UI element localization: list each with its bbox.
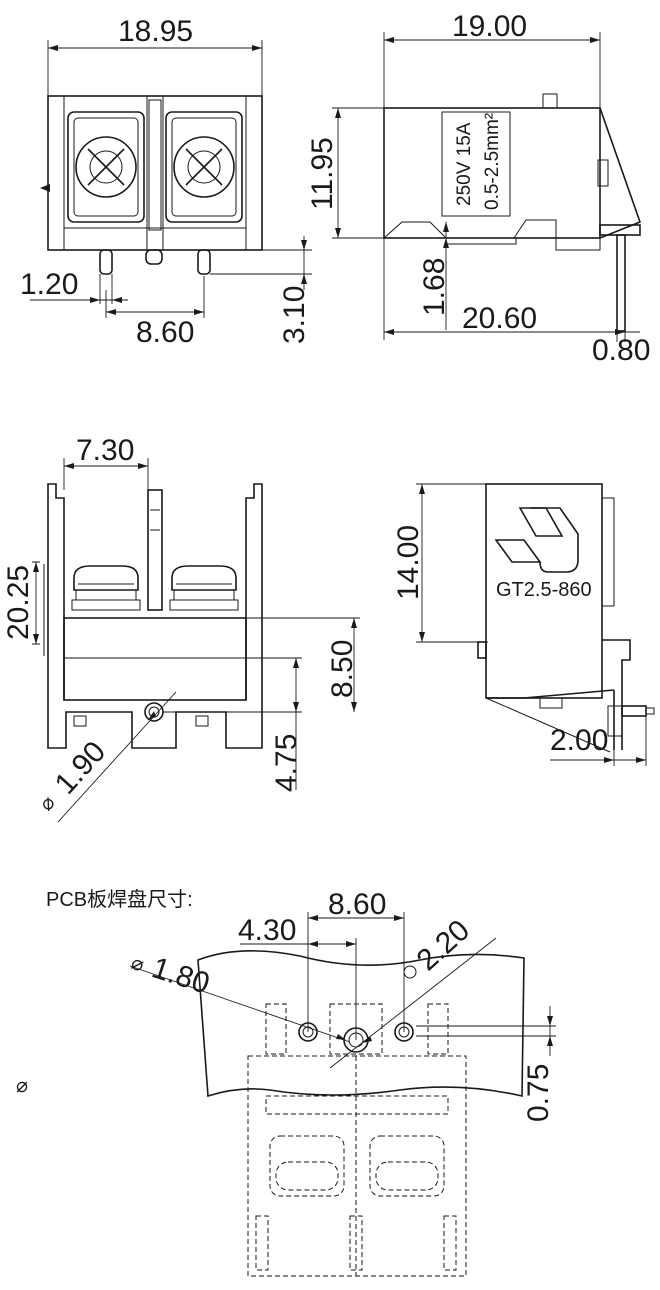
side-depth-label: 19.00 [452, 10, 527, 43]
side-pin-thickness-label: 0.80 [592, 334, 650, 367]
front-view: 18.95 1.20 [20, 15, 312, 349]
pcb-layout-title: PCB板焊盘尺寸: [46, 888, 193, 911]
pcb-pitch-label: 8.60 [328, 888, 386, 921]
label-pin-offset-label: 2.00 [550, 724, 608, 757]
pcb-pad-diameter-label: 2.20 [411, 914, 476, 978]
rear-body-height-label: 8.50 [326, 640, 359, 698]
front-pin-width-label: 1.20 [20, 268, 78, 301]
rear-hole-diameter-symbol: ⌀ [35, 792, 59, 816]
rear-overall-height-label: 20.25 [2, 565, 35, 640]
rear-half-width-label: 7.30 [76, 434, 134, 467]
pcb-layout: PCB板焊盘尺寸: ⌀ 8.60 4.30 ⌀ 1.80 [16, 888, 556, 1277]
side-rating-wire: 0.5-2.5mm² [482, 113, 503, 210]
side-height-label: 11.95 [306, 137, 339, 210]
rear-view: 7.30 20.25 [2, 434, 360, 823]
side-overall-depth-label: 20.60 [462, 302, 537, 335]
label-height-label: 14.00 [392, 525, 425, 600]
front-pin-pitch-label: 8.60 [136, 316, 194, 349]
pcb-stray-diameter-symbol: ⌀ [16, 1075, 28, 1097]
pcb-row-offset-label: 0.75 [522, 1064, 555, 1122]
rear-hole-diameter-label: 1.90 [49, 735, 113, 800]
rear-hole-height-label: 4.75 [270, 734, 303, 792]
pcb-half-pitch-label: 4.30 [238, 914, 296, 947]
side-offset-label: 1.68 [418, 258, 451, 316]
front-pin-length-label: 3.10 [278, 286, 311, 344]
front-width-label: 18.95 [118, 15, 193, 48]
side-view: 19.00 250V 15A 0.5-2.5mm² 11.95 1.68 20 [306, 10, 650, 367]
pcb-hole-diameter-symbol: ⌀ [128, 952, 146, 977]
label-view: 14.00 GT2.5-860 2.00 [392, 483, 655, 766]
side-rating-voltage: 250V 15A [454, 122, 475, 206]
label-model-text: GT2.5-860 [496, 579, 592, 601]
